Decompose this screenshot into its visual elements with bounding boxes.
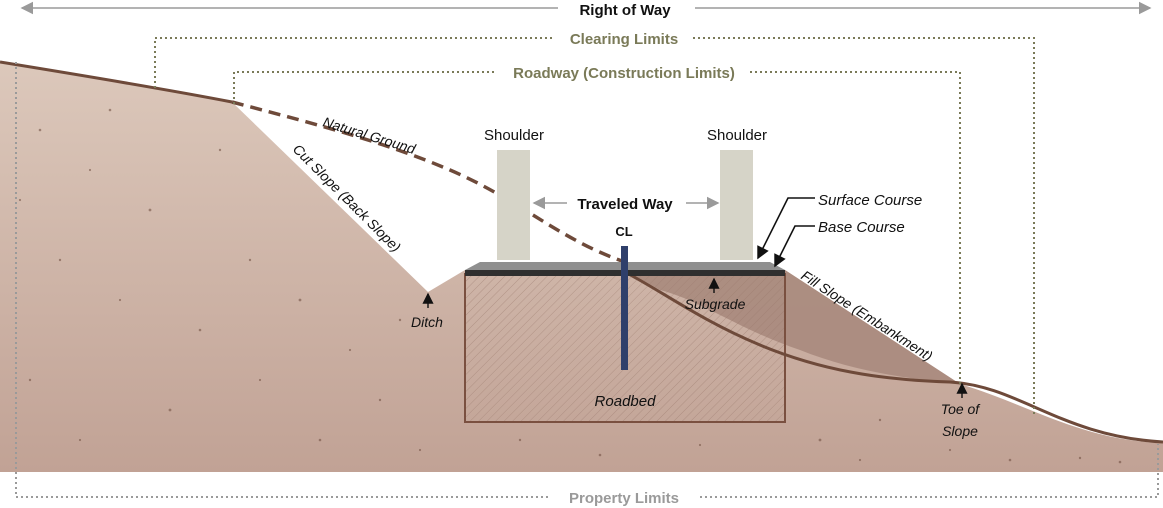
soil-texture [18, 108, 1122, 464]
base-course-leader [774, 225, 815, 268]
shoulder-right-post [720, 150, 753, 260]
toe-of-slope-label-line1: Toe of [941, 401, 982, 417]
natural-ground-dashed-line [231, 100, 626, 264]
roadway-limits-label: Roadway (Construction Limits) [513, 65, 735, 82]
existing-ground-line-right [624, 270, 1163, 444]
shoulder-left-label: Shoulder [484, 127, 544, 144]
roadbed-label: Roadbed [595, 393, 657, 410]
right-of-way-label: Right of Way [579, 2, 671, 19]
surface-course-leader [757, 197, 815, 260]
property-limits-label: Property Limits [569, 490, 679, 507]
existing-ground-line-left [0, 60, 233, 104]
clearing-limits-label: Clearing Limits [570, 31, 678, 48]
centerline-post [621, 246, 628, 370]
shoulder-left-post [497, 150, 530, 260]
natural-ground-label: Natural Ground [321, 114, 418, 158]
roadway-limits-line [233, 71, 961, 384]
property-limits-line [15, 62, 1159, 498]
base-course-label: Base Course [818, 219, 905, 236]
clearing-limits-line [154, 37, 1035, 415]
shoulder-right-label: Shoulder [707, 127, 767, 144]
surface-course-label: Surface Course [818, 192, 922, 209]
centerline-mark: CL [615, 224, 632, 239]
traveled-way-label: Traveled Way [577, 196, 673, 213]
toe-of-slope-label-line2: Slope [942, 423, 978, 439]
ditch-label: Ditch [411, 314, 443, 330]
subgrade-label: Subgrade [685, 296, 746, 312]
